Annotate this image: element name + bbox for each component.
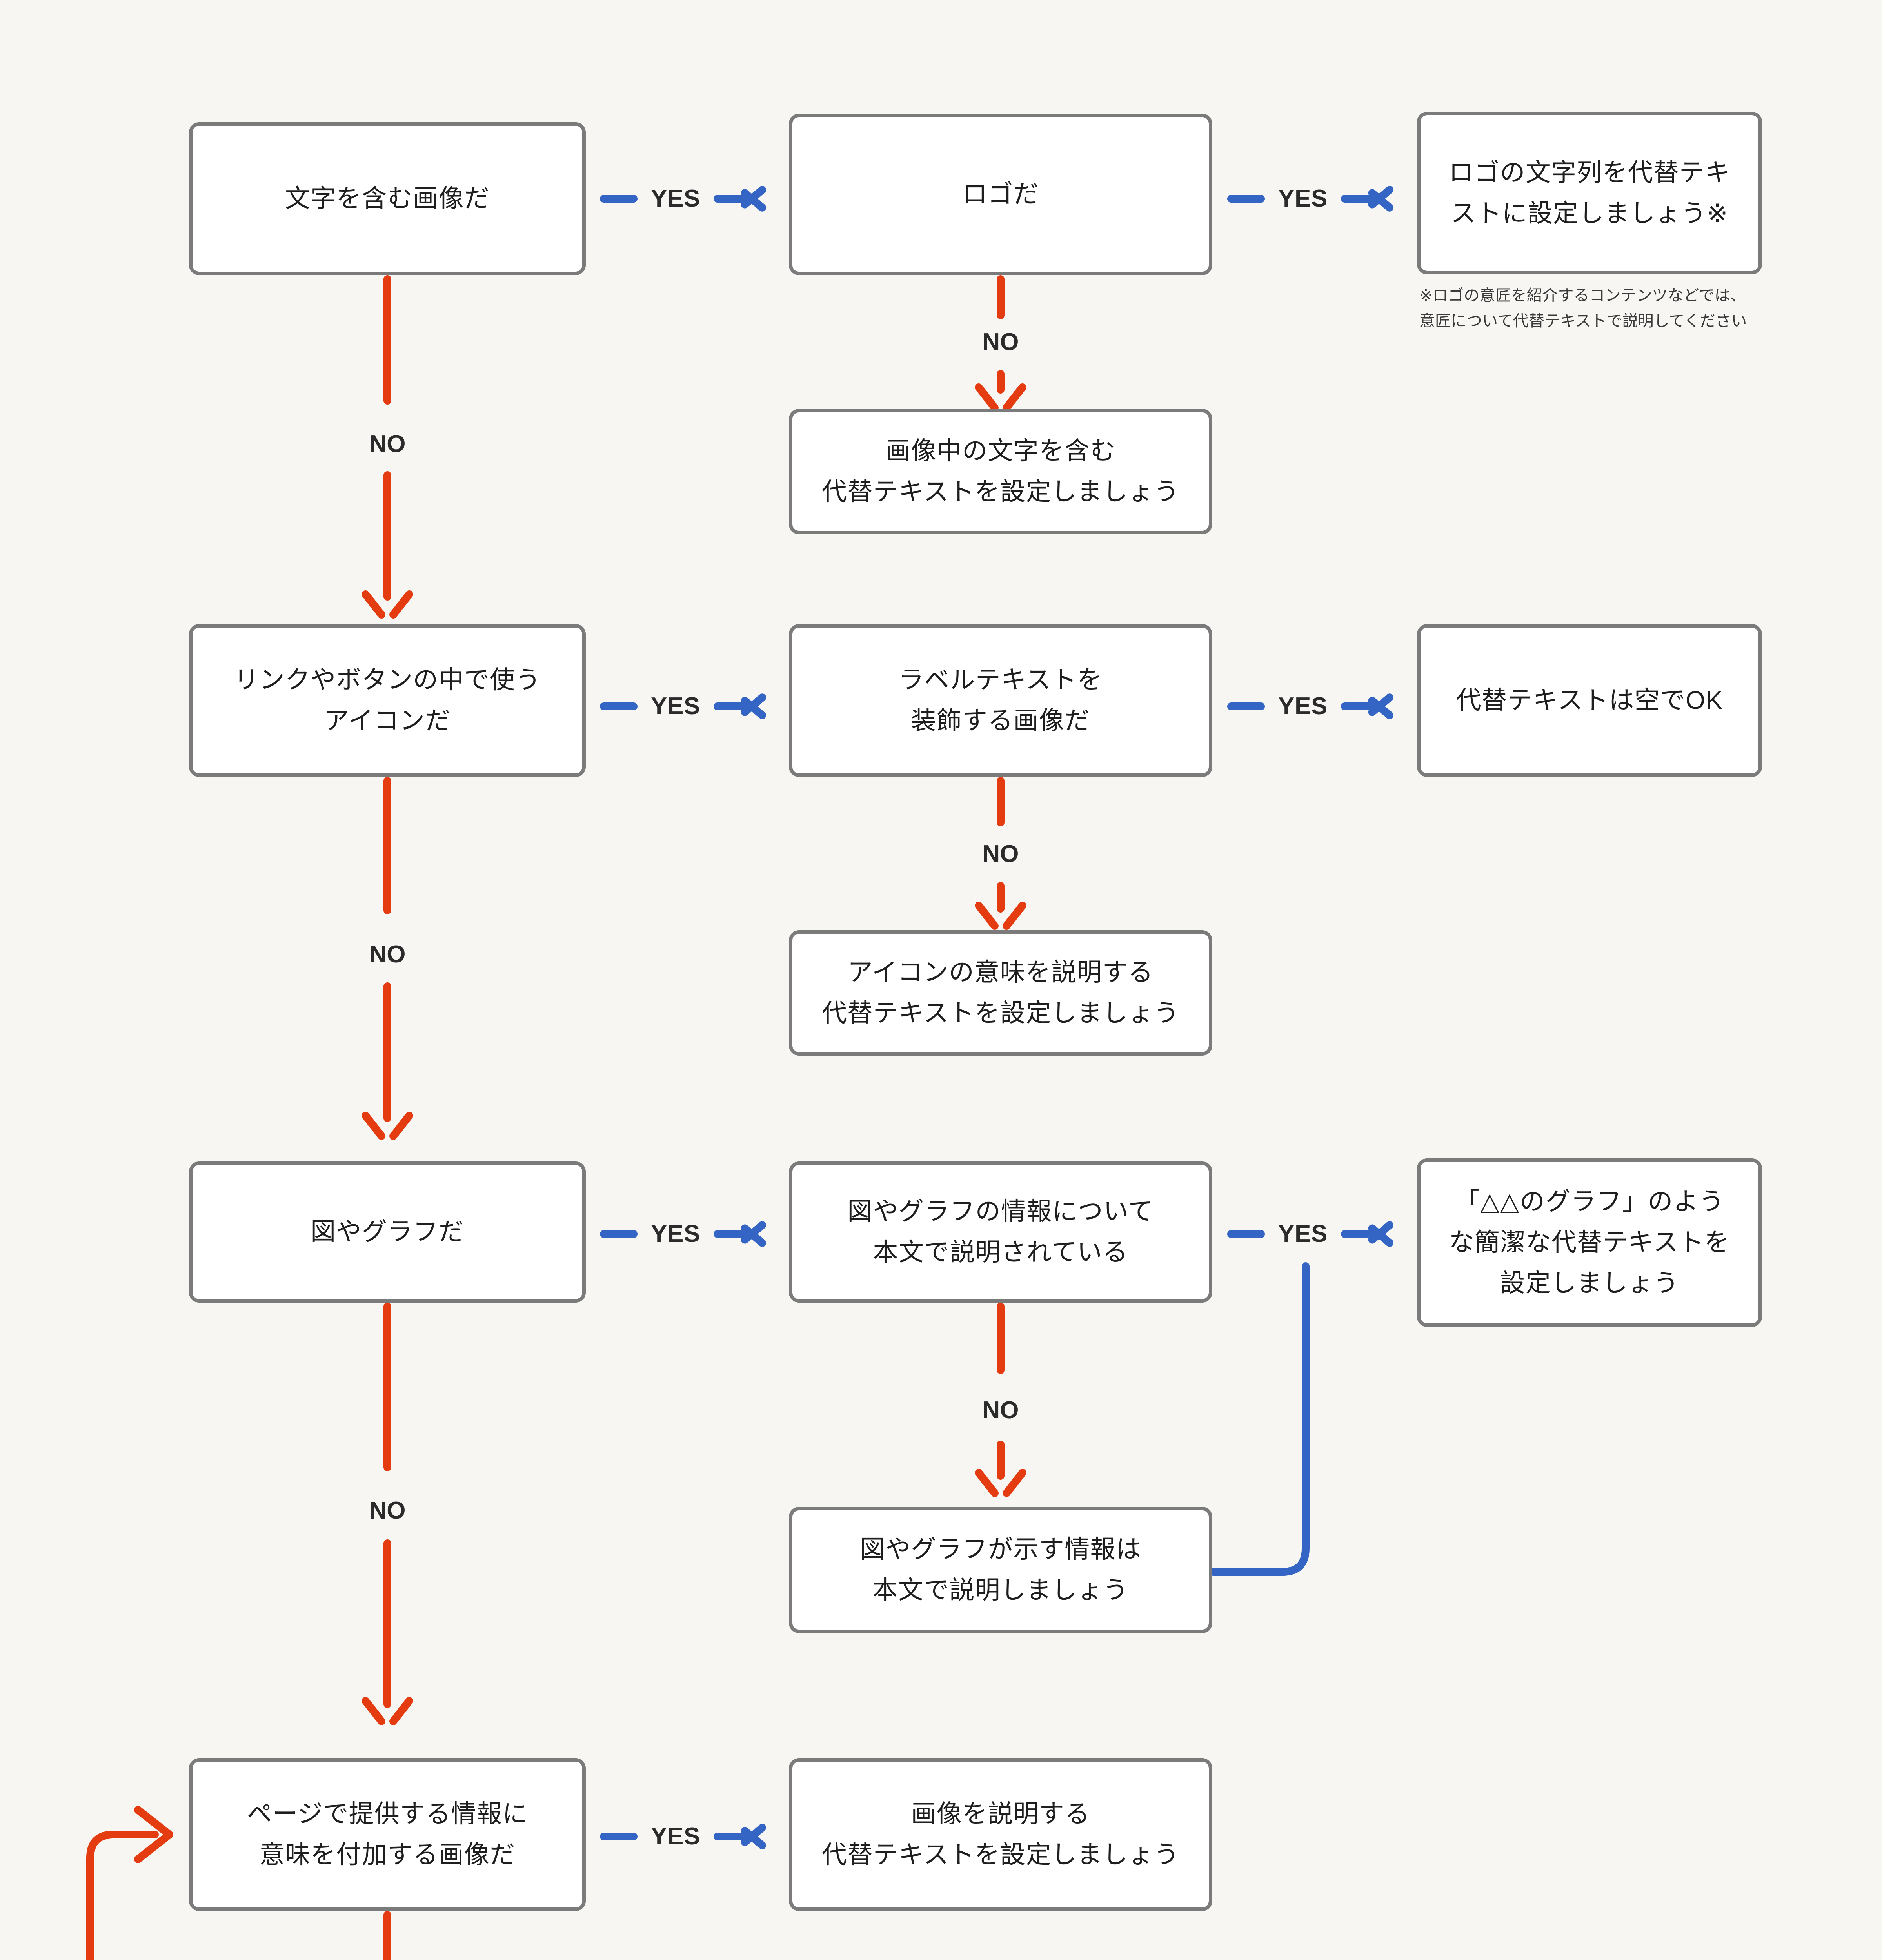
yes-connector-q3-yes: YES — [1227, 1210, 1400, 1258]
yes-connector-q1: YES — [600, 175, 772, 222]
yes-label: YES — [651, 185, 700, 212]
node-q1-yes[interactable]: ロゴだ — [789, 114, 1212, 275]
yes-label: YES — [651, 1220, 700, 1247]
node-q1-yes-no[interactable]: 画像中の文字を含む 代替テキストを設定しましょう — [789, 409, 1212, 534]
yes-arrow-icon — [1341, 177, 1400, 220]
node-q4-label: ページで提供する情報に 意味を付加する画像だ — [247, 1800, 528, 1869]
node-q1-yes-no-label: 画像中の文字を含む 代替テキストを設定しましょう — [822, 437, 1179, 506]
yes-arrow-icon — [713, 1815, 772, 1858]
node-q1-yes-yes[interactable]: ロゴの文字列を代替テキ ストに設定しましょう※ — [1417, 112, 1762, 274]
no-label: NO — [369, 941, 406, 968]
node-q3[interactable]: 図やグラフだ — [189, 1161, 586, 1303]
node-q4[interactable]: ページで提供する情報に 意味を付加する画像だ — [189, 1758, 586, 1911]
yes-dash-icon — [1227, 195, 1265, 203]
yes-arrow-icon — [713, 1212, 772, 1256]
no-label: NO — [982, 1397, 1019, 1424]
node-q3-label: 図やグラフだ — [311, 1218, 464, 1246]
yes-label: YES — [651, 693, 700, 720]
node-q2-yes-yes-label: 代替テキストは空でOK — [1456, 686, 1723, 715]
no-label: NO — [369, 430, 406, 457]
node-q4-yes-label: 画像を説明する 代替テキストを設定しましょう — [822, 1800, 1179, 1869]
node-q1-yes-label: ロゴだ — [962, 180, 1039, 209]
node-q1[interactable]: 文字を含む画像だ — [189, 122, 586, 275]
yes-arrow-icon — [713, 685, 772, 728]
node-q1-yes-yes-label: ロゴの文字列を代替テキ ストに設定しましょう※ — [1448, 158, 1731, 227]
no-label: NO — [369, 1497, 406, 1524]
yes-dash-icon — [600, 195, 638, 203]
yes-label: YES — [651, 1823, 700, 1850]
node-q3-yes-label: 図やグラフの情報について 本文で説明されている — [847, 1197, 1154, 1266]
yes-label: YES — [1278, 185, 1328, 212]
yes-dash-icon — [600, 702, 638, 710]
no-label: NO — [982, 840, 1019, 867]
no-connector-q1: NO — [369, 275, 406, 624]
no-connector-q3-yes: NO — [983, 1303, 1019, 1506]
yes-arrow-icon — [713, 177, 772, 220]
no-connector-q2: NO — [369, 777, 406, 1149]
yes-connector-q2: YES — [600, 683, 772, 730]
yes-label: YES — [1278, 693, 1328, 720]
node-q3-yes-no[interactable]: 図やグラフが示す情報は 本文で説明しましょう — [789, 1507, 1212, 1633]
node-q2-yes[interactable]: ラベルテキストを 装飾する画像だ — [789, 624, 1212, 777]
no-connector-q2-yes: NO — [983, 777, 1019, 930]
node-q3-yes-no-label: 図やグラフが示す情報は 本文で説明しましょう — [859, 1535, 1142, 1604]
yes-arrow-icon — [1341, 685, 1400, 728]
node-q2[interactable]: リンクやボタンの中で使う アイコンだ — [189, 624, 586, 777]
logo-footnote: ※ロゴの意匠を紹介するコンテンツなどでは、 意匠について代替テキストで説明してく… — [1419, 287, 1747, 330]
yes-connector-q3: YES — [600, 1210, 772, 1258]
node-q3-yes-yes-label: 「△△のグラフ」のよう な簡潔な代替テキストを 設定しましょう — [1449, 1187, 1730, 1297]
yes-connector-q1-yes: YES — [1227, 175, 1400, 222]
node-q1-label: 文字を含む画像だ — [285, 184, 490, 213]
yes-dash-icon — [600, 1833, 638, 1840]
node-q4-yes[interactable]: 画像を説明する 代替テキストを設定しましょう — [789, 1758, 1212, 1911]
yes-dash-icon — [1227, 1230, 1265, 1238]
node-q2-yes-yes[interactable]: 代替テキストは空でOK — [1417, 624, 1762, 777]
node-q2-yes-no-label: アイコンの意味を説明する 代替テキストを設定しましょう — [822, 958, 1179, 1027]
node-q2-label: リンクやボタンの中で使う アイコンだ — [234, 666, 541, 735]
node-q2-yes-label: ラベルテキストを 装飾する画像だ — [898, 666, 1103, 735]
node-q3-yes-yes[interactable]: 「△△のグラフ」のよう な簡潔な代替テキストを 設定しましょう — [1417, 1158, 1762, 1327]
node-q3-yes[interactable]: 図やグラフの情報について 本文で説明されている — [789, 1161, 1212, 1303]
no-label: NO — [982, 328, 1019, 356]
no-connector-q4: NO — [383, 1911, 391, 1960]
yes-label: YES — [1278, 1220, 1328, 1247]
no-connector-q3: NO — [369, 1303, 406, 1746]
yes-dash-icon — [600, 1230, 638, 1238]
no-connector-q1-yes: NO — [983, 275, 1019, 408]
yes-connector-q2-yes: YES — [1227, 683, 1400, 730]
yes-connector-q4: YES — [600, 1813, 772, 1860]
node-q2-yes-no[interactable]: アイコンの意味を説明する 代替テキストを設定しましょう — [789, 930, 1212, 1056]
yes-arrow-icon — [1341, 1212, 1400, 1256]
yes-dash-icon — [1227, 702, 1265, 710]
